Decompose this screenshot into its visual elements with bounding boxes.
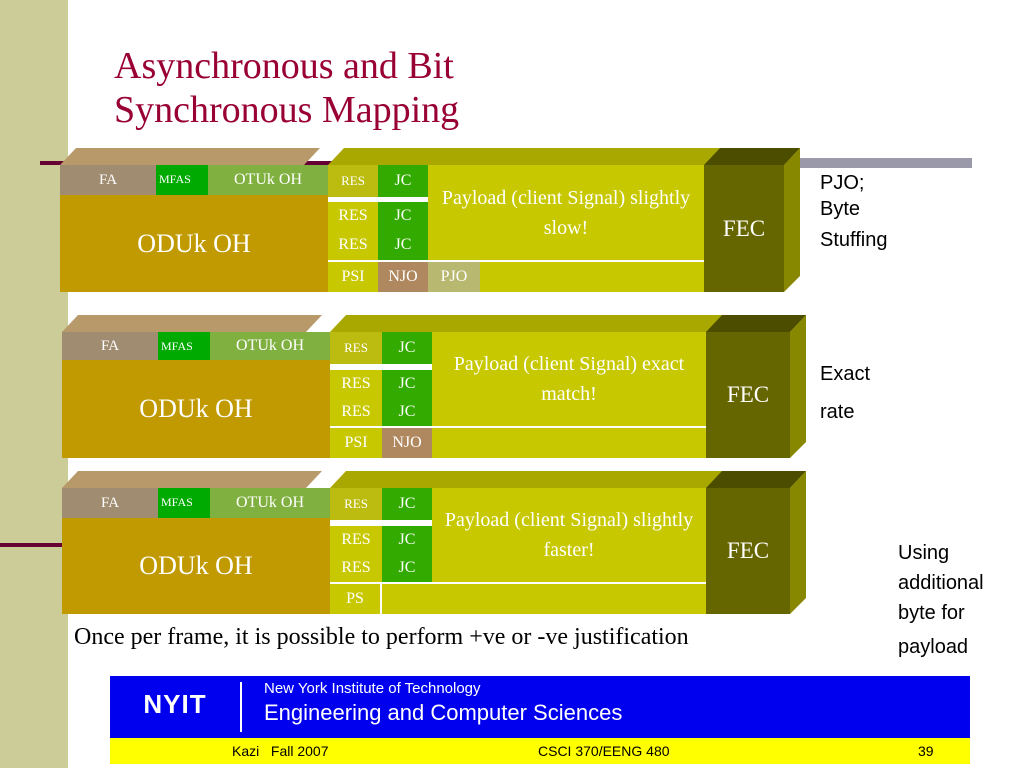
oduk-oh-cell: ODUk OH (62, 518, 330, 614)
institution-name: New York Institute of Technology (264, 680, 481, 697)
department-name: Engineering and Computer Sciences (264, 700, 623, 725)
frame-3d-shape (62, 315, 806, 458)
mfas-label: MFAS (159, 172, 191, 186)
page-title: Asynchronous and Bit Synchronous Mapping (114, 44, 714, 132)
title-line-1: Asynchronous and Bit (114, 45, 454, 87)
note-frame-slow: PJO; Byte Stuffing (820, 170, 887, 258)
footer-banner: NYIT New York Institute of Technology En… (110, 676, 970, 738)
note-line: Stuffing (820, 229, 888, 251)
mfas-cell: MFAS (156, 165, 208, 195)
njo-cell: NJO (378, 262, 428, 292)
jc-cell-1: JC (382, 370, 432, 398)
footer-course: CSCI 370/EENG 480 (538, 743, 670, 759)
psi-cell: PSI (330, 428, 382, 458)
jc-cell-2: JC (378, 230, 428, 260)
justification-caption: Once per frame, it is possible to perfor… (74, 624, 689, 650)
oduk-oh-cell: ODUk OH (60, 195, 328, 292)
fec-cell: FEC (706, 488, 790, 614)
otuk-oh-cell: OTUk OH (208, 165, 328, 195)
jc-cell-2: JC (382, 398, 432, 426)
note-line: payload (898, 636, 969, 658)
oduk-oh-cell: ODUk OH (62, 360, 330, 458)
footer-info-bar: Kazi Fall 2007 CSCI 370/EENG 480 39 (110, 738, 970, 764)
note-line: Using (898, 542, 950, 564)
note-frame-exact: Exact rate (820, 355, 870, 431)
frame-slow: FA MFAS OTUk OH ODUk OH RES JC RES JC RE… (0, 0, 1024, 292)
jc-top-cell: JC (382, 488, 432, 520)
nyit-logo: NYIT (143, 688, 207, 719)
otuk-oh-cell: OTUk OH (210, 332, 330, 360)
payload-bottom-row (480, 262, 704, 292)
payload-bottom-row (382, 584, 706, 614)
jc-cell-1: JC (382, 526, 432, 554)
jc-top-cell: JC (378, 165, 428, 197)
note-line: Exact (820, 363, 871, 385)
fa-cell: FA (62, 332, 158, 360)
mfas-cell: MFAS (158, 488, 210, 518)
res-top-cell: RES (330, 332, 382, 364)
psi-cell: PSI (328, 262, 378, 292)
note-frame-fast: Using additional byte for payload (898, 538, 984, 666)
res-cell-1: RES (330, 370, 382, 398)
res-cell-2: RES (328, 230, 378, 260)
jc-cell-2: JC (382, 554, 432, 582)
footer-author: Kazi Fall 2007 (232, 743, 329, 759)
res-top-cell: RES (330, 488, 382, 520)
fa-cell: FA (62, 488, 158, 518)
fec-cell: FEC (706, 332, 790, 458)
frame-fast: FA MFAS OTUk OH ODUk OH RES JC RES JC RE… (0, 0, 1024, 614)
res-cell-1: RES (330, 526, 382, 554)
res-cell-2: RES (330, 398, 382, 426)
left-accent-bar (0, 0, 68, 768)
njo-cell: NJO (382, 428, 432, 458)
jc-top-cell: JC (382, 332, 432, 364)
frame-3d-shape (62, 471, 806, 614)
mfas-label: MFAS (161, 495, 193, 509)
mfas-cell: MFAS (158, 332, 210, 360)
logo-separator (240, 682, 242, 732)
res-cell-1: RES (328, 202, 378, 230)
res-top-cell: RES (328, 165, 378, 197)
note-line: PJO; (820, 172, 865, 194)
footer-page-number: 39 (918, 743, 934, 759)
payload-cell: Payload (client Signal) slightly faster! (432, 488, 706, 582)
payload-cell: Payload (client Signal) exact match! (432, 332, 706, 426)
otuk-oh-cell: OTUk OH (210, 488, 330, 518)
ps-cell: PS (330, 584, 380, 614)
payload-bottom-row (432, 428, 706, 458)
note-line: byte for (898, 602, 965, 624)
note-line: Byte (820, 198, 861, 220)
title-line-2: Synchronous Mapping (114, 89, 460, 131)
frame-exact: FA MFAS OTUk OH ODUk OH RES JC RES JC RE… (0, 0, 1024, 458)
note-line: additional (898, 572, 984, 594)
pjo-cell: PJO (428, 262, 480, 292)
note-line: rate (820, 401, 855, 423)
divider-line-1-gray (780, 158, 972, 168)
frame-3d-shape (60, 148, 800, 292)
fec-cell: FEC (704, 165, 784, 292)
divider-line-2 (0, 543, 80, 547)
res-cell-2: RES (330, 554, 382, 582)
payload-cell: Payload (client Signal) slightly slow! (428, 165, 704, 260)
fa-cell: FA (60, 165, 156, 195)
jc-cell-1: JC (378, 202, 428, 230)
mfas-label: MFAS (161, 339, 193, 353)
